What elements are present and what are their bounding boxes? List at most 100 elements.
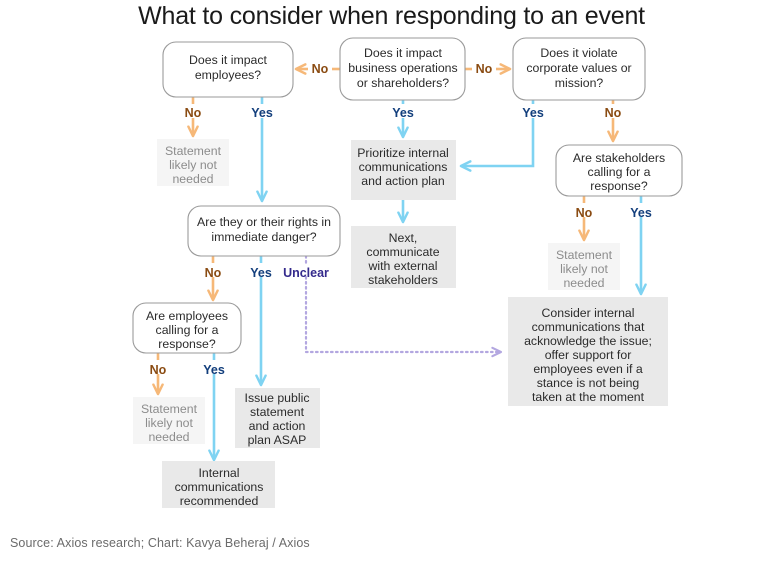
process-box[interactable] <box>351 226 456 288</box>
edge-d1-to-d4: Yes <box>251 97 273 203</box>
node-text-line: with external <box>367 259 437 273</box>
node-text-line: stance is not being <box>537 376 640 390</box>
process-box[interactable] <box>508 297 668 406</box>
node-next-communicate-with-external-stakeholders[interactable]: Next, communicate with external stakehol… <box>351 226 456 288</box>
edge-label-no: No <box>150 363 167 377</box>
node-statement-likely-not-needed-left[interactable]: Statement likely not needed <box>157 139 229 186</box>
process-box[interactable] <box>162 461 275 508</box>
edge-line <box>304 275 503 358</box>
node-text-line: stakeholders <box>368 273 438 287</box>
node-text-line: likely not <box>169 158 217 172</box>
edge-label-unclear: Unclear <box>283 266 329 280</box>
decision-box[interactable] <box>132 302 242 354</box>
node-text-line: Statement <box>165 144 222 158</box>
edge-label-yes: Yes <box>392 106 414 120</box>
process-box[interactable] <box>351 140 456 200</box>
terminal-box[interactable] <box>133 397 205 444</box>
edge-label-yes: Yes <box>630 206 652 220</box>
node-consider-internal-communications[interactable]: Consider internal communications that ac… <box>508 297 668 406</box>
node-text-line: needed <box>172 172 213 186</box>
node-text-line: taken at the moment <box>532 390 645 404</box>
node-text-line: communications <box>359 160 448 174</box>
node-statement-likely-not-needed-right[interactable]: Statement likely not needed <box>548 243 620 290</box>
node-text-line: employees even if a <box>533 362 643 376</box>
edge-d2-to-p3: Yes <box>392 97 414 139</box>
decision-box[interactable] <box>339 37 466 101</box>
node-text-line: response? <box>158 337 216 351</box>
node-internal-communications-recommended[interactable]: Internal communications recommended <box>162 461 275 508</box>
node-text-line: or shareholders? <box>357 76 449 90</box>
node-statement-likely-not-needed-bottom-left[interactable]: Statement likely not needed <box>133 397 205 444</box>
edge-d2-to-d1: No <box>294 62 340 76</box>
node-text-line: recommended <box>180 494 259 508</box>
node-issue-public-statement[interactable]: Issue public statement and action plan A… <box>235 388 320 448</box>
node-text-line: Issue public <box>245 391 310 405</box>
node-prioritize-internal-communications[interactable]: Prioritize internal communications and a… <box>351 140 456 200</box>
edge-d1-to-t1: No <box>185 97 202 138</box>
node-are-they-or-their-rights-in-immediate-danger[interactable]: Are they or their rights in immediate da… <box>187 205 341 257</box>
edge-label-no: No <box>185 106 202 120</box>
page-title: What to consider when responding to an e… <box>138 2 645 30</box>
edge-d3-to-d6: No <box>605 97 622 143</box>
node-text-line: employees? <box>195 68 261 82</box>
edge-line <box>459 118 535 172</box>
node-text-line: business operations <box>348 61 457 75</box>
node-text-line: statement <box>250 405 305 419</box>
source-attribution: Source: Axios research; Chart: Kavya Beh… <box>10 536 310 550</box>
edge-d4-to-p5: Unclear <box>283 254 503 358</box>
terminal-box[interactable] <box>548 243 620 290</box>
edge-label-yes: Yes <box>250 266 272 280</box>
decision-box[interactable] <box>555 144 683 197</box>
node-text-line: calling for a <box>156 323 219 337</box>
node-text-line: Does it impact <box>189 53 267 67</box>
node-text-line: Does it violate <box>540 46 617 60</box>
edge-d3-to-p3: Yes <box>459 97 544 172</box>
node-does-it-impact-business-operations[interactable]: Does it impact business operations or sh… <box>339 37 466 101</box>
node-text-line: likely not <box>560 262 608 276</box>
edge-label-yes: Yes <box>251 106 273 120</box>
decision-box[interactable] <box>162 41 294 98</box>
node-text-line: Prioritize internal <box>357 146 449 160</box>
edge-label-yes: Yes <box>522 106 544 120</box>
node-does-it-violate-corporate-values[interactable]: Does it violate corporate values or miss… <box>512 37 646 101</box>
node-text-line: acknowledge the issue; <box>524 334 652 348</box>
edge-label-no: No <box>605 106 622 120</box>
node-text-line: and action plan <box>361 174 445 188</box>
node-text-line: Are they or their rights in <box>197 215 331 229</box>
node-text-line: likely not <box>145 416 193 430</box>
node-text-line: Statement <box>141 402 198 416</box>
node-text-line: Does it impact <box>364 46 442 60</box>
edge-d5-to-t2: No <box>150 353 167 396</box>
edge-d6-to-t3: No <box>576 196 593 242</box>
decision-box[interactable] <box>512 37 646 101</box>
decision-box[interactable] <box>187 205 341 257</box>
node-text-line: corporate values or <box>526 61 631 75</box>
edge-d4-to-d5: No <box>205 256 222 302</box>
node-text-line: immediate danger? <box>211 230 316 244</box>
process-box[interactable] <box>235 388 320 448</box>
edge-label-no: No <box>205 266 222 280</box>
node-text-line: response? <box>590 179 648 193</box>
node-text-line: Statement <box>556 248 613 262</box>
edge-label-no: No <box>312 62 329 76</box>
node-text-line: Consider internal <box>542 306 635 320</box>
terminal-box[interactable] <box>157 139 229 186</box>
edge-label-no: No <box>576 206 593 220</box>
node-text-line: plan ASAP <box>248 433 307 447</box>
node-are-employees-calling-for-a-response[interactable]: Are employees calling for a response? <box>132 302 242 354</box>
node-text-line: communications <box>175 480 264 494</box>
node-text-line: needed <box>148 430 189 444</box>
edge-label-yes: Yes <box>203 363 225 377</box>
node-text-line: calling for a <box>588 165 651 179</box>
edge-label-no: No <box>476 62 493 76</box>
node-text-line: mission? <box>555 76 604 90</box>
edge-d5-to-p2: Yes <box>203 353 225 462</box>
node-text-line: Internal <box>198 466 239 480</box>
node-does-it-impact-employees[interactable]: Does it impact employees? <box>162 41 294 98</box>
node-text-line: offer support for <box>545 348 632 362</box>
node-text-line: Next, <box>389 231 418 245</box>
node-are-stakeholders-calling-for-a-response[interactable]: Are stakeholders calling for a response? <box>555 144 683 197</box>
node-text-line: Are employees <box>146 309 228 323</box>
node-text-line: and action <box>249 419 306 433</box>
